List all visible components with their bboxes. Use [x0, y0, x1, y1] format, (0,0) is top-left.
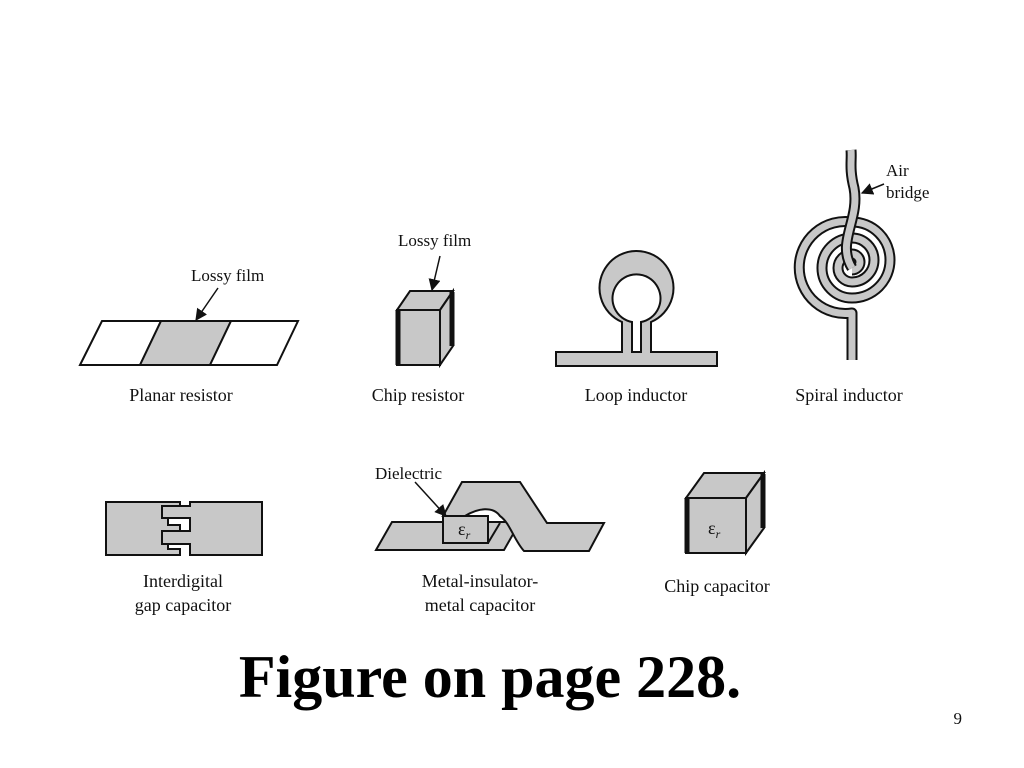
chip-capacitor-symbol: εr	[708, 518, 721, 541]
interdigital-caption-line1: Interdigital	[143, 571, 223, 591]
planar-resistor-right-pad	[208, 320, 300, 366]
mim-caption-line2: metal capacitor	[425, 595, 535, 615]
spiral-inductor-caption: Spiral inductor	[795, 385, 902, 405]
page-number: 9	[954, 709, 963, 728]
chip-resistor: Lossy film Chip resistor	[372, 231, 471, 405]
spiral-inductor-annotation-line2: bridge	[886, 183, 929, 202]
mim-annotation-arrow	[414, 481, 447, 517]
spiral-inductor-annotation-arrow	[860, 183, 885, 195]
interdigital-caption-line2: gap capacitor	[135, 595, 231, 615]
chip-capacitor-caption: Chip capacitor	[664, 576, 769, 596]
planar-resistor-caption: Planar resistor	[129, 385, 232, 405]
interdigital-right-electrode	[161, 501, 263, 556]
loop-inductor-caption: Loop inductor	[585, 385, 687, 405]
interdigital-gap-capacitor: Interdigital gap capacitor	[105, 501, 263, 615]
mim-capacitor: εr Dielectric Metal-insulator- metal cap…	[374, 464, 606, 615]
spiral-inductor: Air bridge Spiral inductor	[793, 149, 929, 405]
mim-dielectric-symbol: εr	[458, 519, 471, 542]
mim-dielectric-side	[487, 522, 501, 544]
mim-caption-line1: Metal-insulator-	[422, 571, 539, 591]
planar-resistor-annotation: Lossy film	[191, 266, 264, 285]
planar-resistor-annotation-arrow	[195, 287, 219, 321]
slide-title: Figure on page 228.	[239, 644, 741, 710]
loop-inductor-trace	[555, 249, 718, 367]
mim-annotation: Dielectric	[375, 464, 442, 483]
loop-inductor: Loop inductor	[555, 249, 718, 405]
planar-resistor: Lossy film Planar resistor	[78, 266, 300, 405]
chip-capacitor-front	[685, 497, 747, 554]
chip-resistor-front	[396, 309, 441, 366]
chip-resistor-caption: Chip resistor	[372, 385, 465, 405]
chip-resistor-annotation-arrow	[428, 255, 441, 292]
chip-capacitor: εr Chip capacitor	[664, 469, 770, 596]
spiral-inductor-annotation-line1: Air	[886, 161, 909, 180]
mim-top-plate	[441, 481, 606, 552]
chip-resistor-annotation: Lossy film	[398, 231, 471, 250]
